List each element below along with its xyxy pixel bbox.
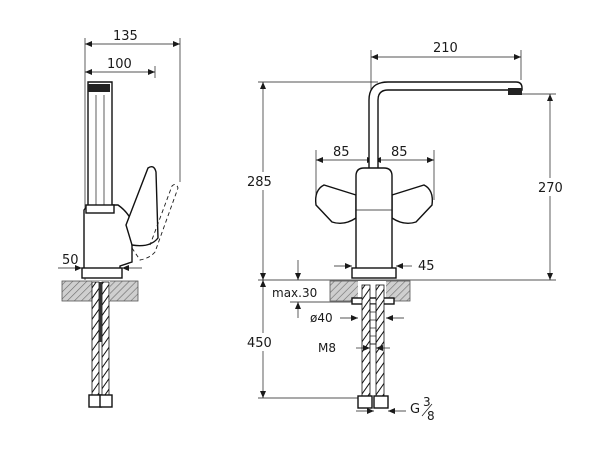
base-side	[81, 267, 123, 279]
lever-left-front	[314, 184, 357, 225]
spout-height-label: 270	[538, 181, 563, 196]
connection-dimension: G 3 8	[356, 395, 435, 423]
lever-right-label: 85	[391, 145, 408, 160]
spout-reach-dimension: 210	[371, 41, 521, 60]
hose-length-label: 450	[247, 336, 272, 351]
hose-front-left	[361, 284, 371, 398]
lever-span-dimension: 85 85	[316, 145, 434, 163]
side-spout-dimension: 100	[85, 57, 155, 75]
aerator-front	[508, 88, 522, 95]
total-height-dimension: 285	[245, 82, 273, 280]
hose-side-right	[101, 281, 110, 399]
spout-reach-label: 210	[433, 41, 458, 56]
front-view: 210 85 85 285 270	[245, 41, 566, 423]
aerator-side	[88, 84, 110, 92]
threaded-rod-front	[369, 303, 377, 345]
side-depth-label: 135	[113, 29, 138, 44]
max-thickness-dimension: max.30	[272, 260, 352, 318]
connector-right	[373, 395, 389, 409]
connection-numerator: 3	[423, 395, 431, 409]
connection-denominator: 8	[427, 409, 435, 423]
hole-diameter-dimension: ø40	[310, 311, 404, 325]
faucet-front-body	[355, 167, 393, 271]
total-height-label: 285	[247, 175, 272, 190]
connection-label: G	[410, 402, 420, 417]
thread-dimension: M8	[318, 341, 390, 355]
hose-front-right	[375, 284, 385, 398]
faucet-side-body	[83, 81, 133, 276]
side-depth-dimension: 135	[85, 29, 180, 47]
base-width-dimension: 45	[334, 259, 435, 274]
hose-length-dimension: 450	[245, 280, 273, 398]
base-front	[351, 267, 397, 279]
lever-right-front	[391, 184, 434, 225]
spout-front	[368, 81, 523, 172]
hose-side-left	[91, 281, 100, 399]
side-spout-label: 100	[107, 57, 132, 72]
threaded-rod-side	[99, 282, 102, 342]
thread-label: M8	[318, 341, 336, 355]
lever-left-label: 85	[333, 145, 350, 160]
base-width-label: 45	[418, 259, 435, 274]
side-view: 135 100 50	[58, 29, 181, 408]
spout-height-dimension: 270	[536, 94, 566, 280]
connector-left	[357, 395, 373, 409]
hole-diameter-label: ø40	[310, 311, 333, 325]
lever-side	[125, 165, 159, 247]
side-base-dimension: 50	[58, 253, 142, 271]
lever-open-position	[131, 183, 179, 261]
max-thickness-label: max.30	[272, 286, 317, 300]
side-base-label: 50	[62, 253, 79, 268]
